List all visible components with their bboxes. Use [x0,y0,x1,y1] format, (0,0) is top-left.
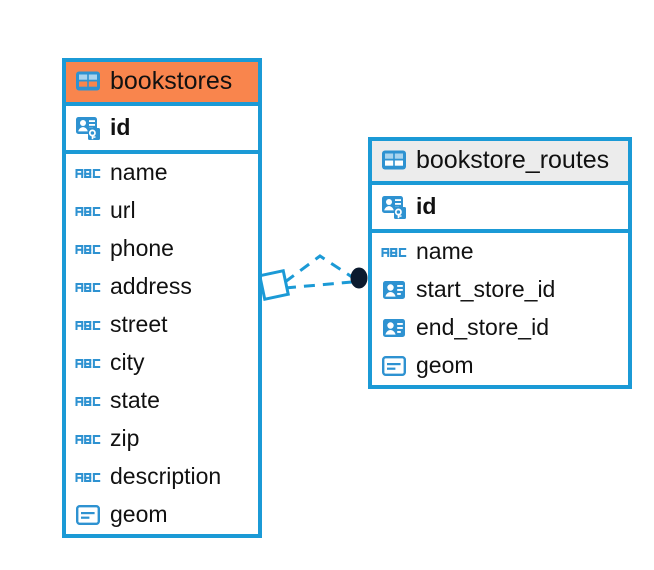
text-abc-icon [75,350,101,376]
text-abc-icon [75,198,101,224]
text-abc-icon [75,312,101,338]
field-label: phone [110,235,174,262]
field-row[interactable]: description [66,458,258,496]
field-row[interactable]: phone [66,230,258,268]
field-label: end_store_id [416,314,549,341]
field-row[interactable]: name [372,233,628,271]
primary-key-icon [381,194,407,220]
field-row[interactable]: start_store_id [372,271,628,309]
primary-key-section: id [372,180,628,233]
field-row[interactable]: geom [372,347,628,385]
text-abc-icon [75,388,101,414]
entity-bookstores[interactable]: bookstores [62,58,262,538]
entity-title: bookstore_routes [416,146,610,174]
foreign-key-icon [381,315,407,341]
text-abc-icon [75,236,101,262]
field-label: zip [110,425,140,452]
field-row[interactable]: address [66,268,258,306]
field-label: name [416,238,474,265]
field-row[interactable]: street [66,306,258,344]
field-label: start_store_id [416,276,556,303]
text-abc-icon [75,426,101,452]
field-label: geom [110,501,168,528]
field-list-bookstores: name url phone address street city state zip des… [66,153,258,534]
field-label: name [110,159,168,186]
field-label: id [416,193,437,220]
field-label: address [110,273,192,300]
field-label: url [110,197,136,224]
text-abc-icon [75,464,101,490]
field-row-primary-key[interactable]: id [66,106,258,150]
geometry-icon [75,502,101,528]
field-row[interactable]: zip [66,420,258,458]
field-row[interactable]: geom [66,496,258,534]
text-abc-icon [75,160,101,186]
field-label: street [110,311,168,338]
field-row[interactable]: name [66,154,258,192]
relationship-line-lower [284,280,353,290]
entity-title: bookstores [110,67,233,95]
field-label: id [110,114,131,141]
field-row[interactable]: state [66,382,258,420]
primary-key-icon [75,115,101,141]
entity-header-bookstore-routes[interactable]: bookstore_routes [372,141,628,181]
table-icon [75,68,101,94]
relationship-diamond-marker [257,268,291,302]
field-label: state [110,387,160,414]
relationship-line-upper [284,254,356,284]
field-row[interactable]: end_store_id [372,309,628,347]
field-row[interactable]: city [66,344,258,382]
text-abc-icon [75,274,101,300]
field-row[interactable]: url [66,192,258,230]
field-row-primary-key[interactable]: id [372,185,628,229]
field-label: description [110,463,222,490]
field-label: geom [416,352,474,379]
field-label: city [110,349,145,376]
table-icon [381,147,407,173]
entity-header-bookstores[interactable]: bookstores [66,62,258,102]
relationship-endpoint-marker [350,267,368,289]
primary-key-section: id [66,101,258,154]
text-abc-icon [381,239,407,265]
geometry-icon [381,353,407,379]
foreign-key-icon [381,277,407,303]
entity-bookstore-routes[interactable]: bookstore_routes [368,137,632,389]
